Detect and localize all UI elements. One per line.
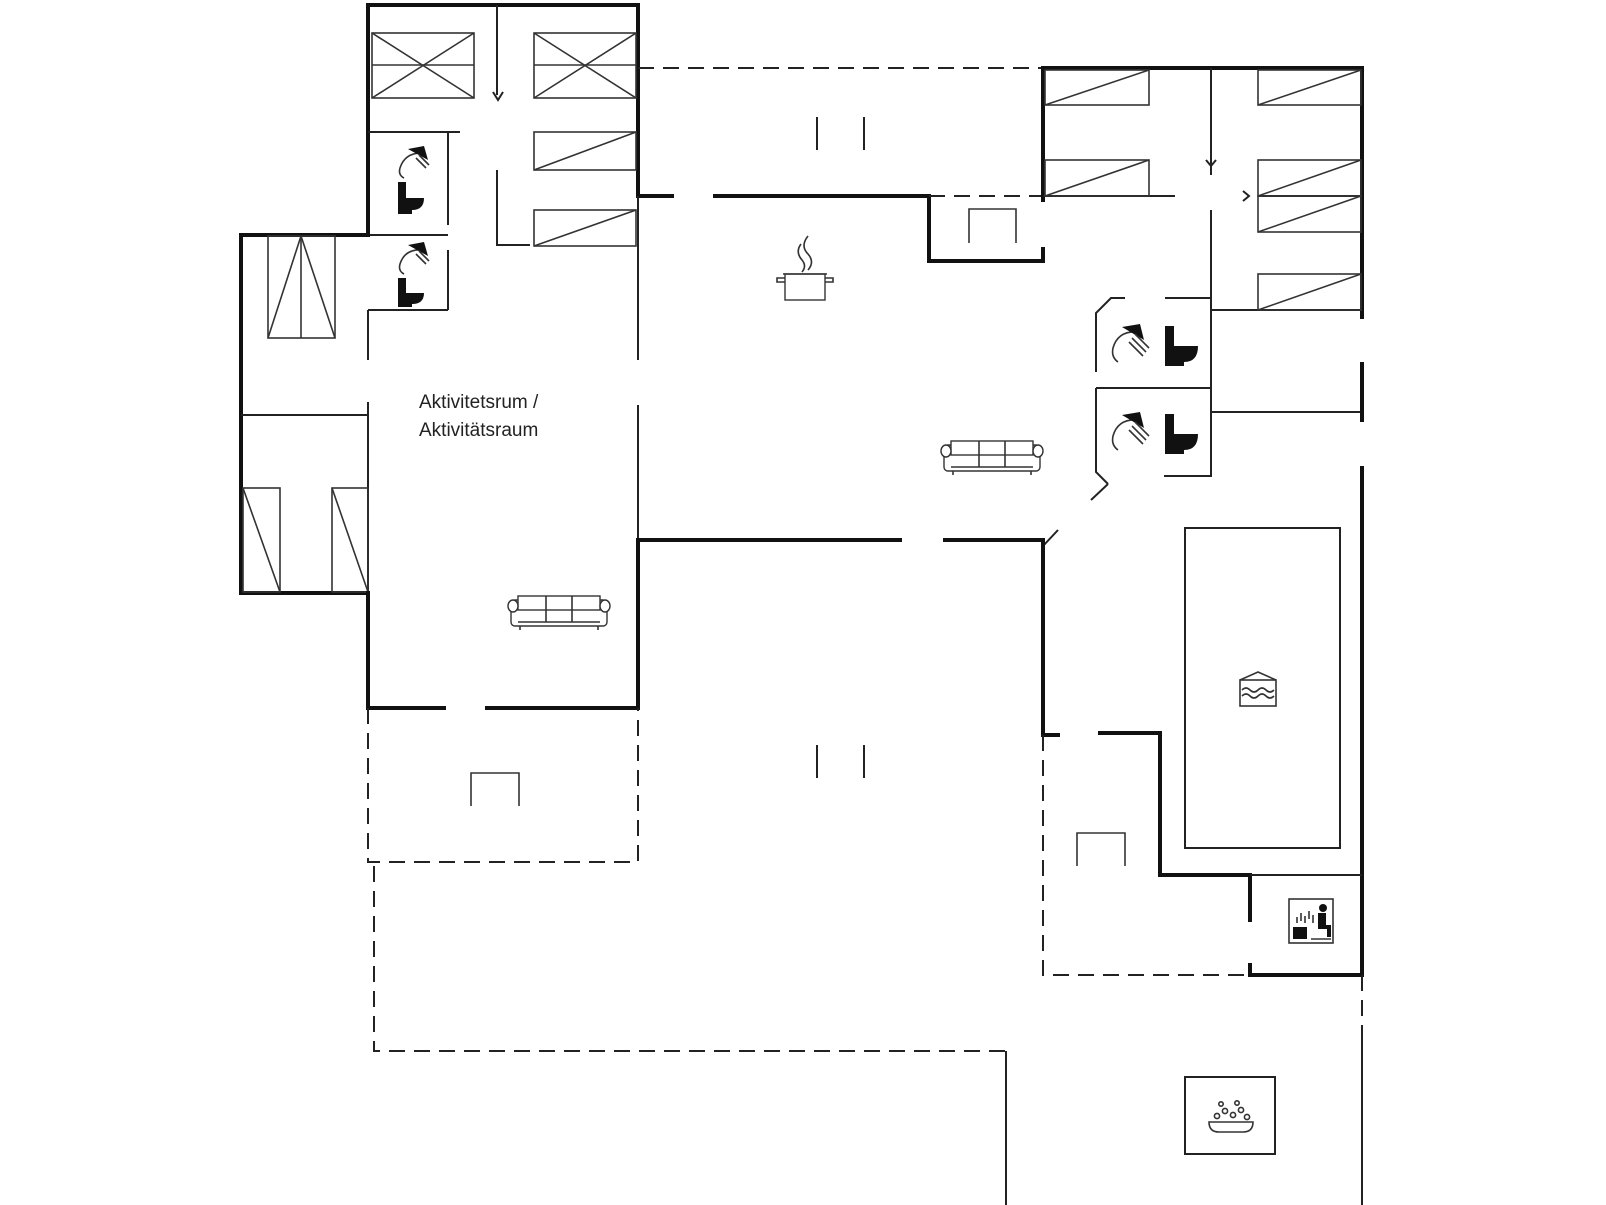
cooking-pot-icon	[776, 235, 834, 301]
sauna-icon	[1288, 898, 1334, 944]
left-terrace	[367, 708, 639, 863]
porch-terrace	[1042, 735, 1250, 976]
bed-icon	[1257, 195, 1362, 233]
bed-icon	[331, 487, 369, 593]
center-lower-area	[816, 745, 865, 778]
toilet-icon	[1165, 326, 1198, 366]
pool-hall-walls	[1098, 527, 1364, 977]
bed-icon	[533, 32, 637, 99]
bed-icon	[242, 487, 281, 593]
toilet-icon	[398, 278, 424, 307]
shower-icon	[398, 146, 430, 179]
bed-icon	[267, 235, 336, 339]
living-walls	[636, 194, 1045, 542]
shower-icon	[1111, 412, 1150, 451]
toilet-icon	[1165, 414, 1198, 454]
hot-tub-icon	[1184, 1076, 1276, 1155]
sofa-icon	[507, 595, 611, 630]
pool-icon	[1239, 671, 1277, 707]
room-label-line1: Aktivitetsrum /	[419, 392, 539, 413]
shower-icon	[398, 242, 430, 275]
bed-icon	[1257, 159, 1362, 197]
sofa-icon	[940, 440, 1044, 475]
bed-icon	[1257, 69, 1362, 106]
bed-icon	[1044, 69, 1150, 106]
bed-icon	[533, 209, 637, 247]
left-wing-walls	[366, 3, 674, 540]
room-label-line2: Aktivitätsraum	[419, 420, 538, 441]
right-wing-walls	[1041, 66, 1364, 977]
toilet-icon	[398, 182, 424, 214]
bottom-terrace	[373, 866, 1363, 1205]
bed-icon	[1257, 273, 1362, 311]
bed-icon	[533, 131, 637, 171]
bed-icon	[1044, 159, 1150, 197]
shower-icon	[1111, 324, 1150, 363]
bed-icon	[371, 32, 475, 99]
top-terrace	[638, 67, 1043, 150]
